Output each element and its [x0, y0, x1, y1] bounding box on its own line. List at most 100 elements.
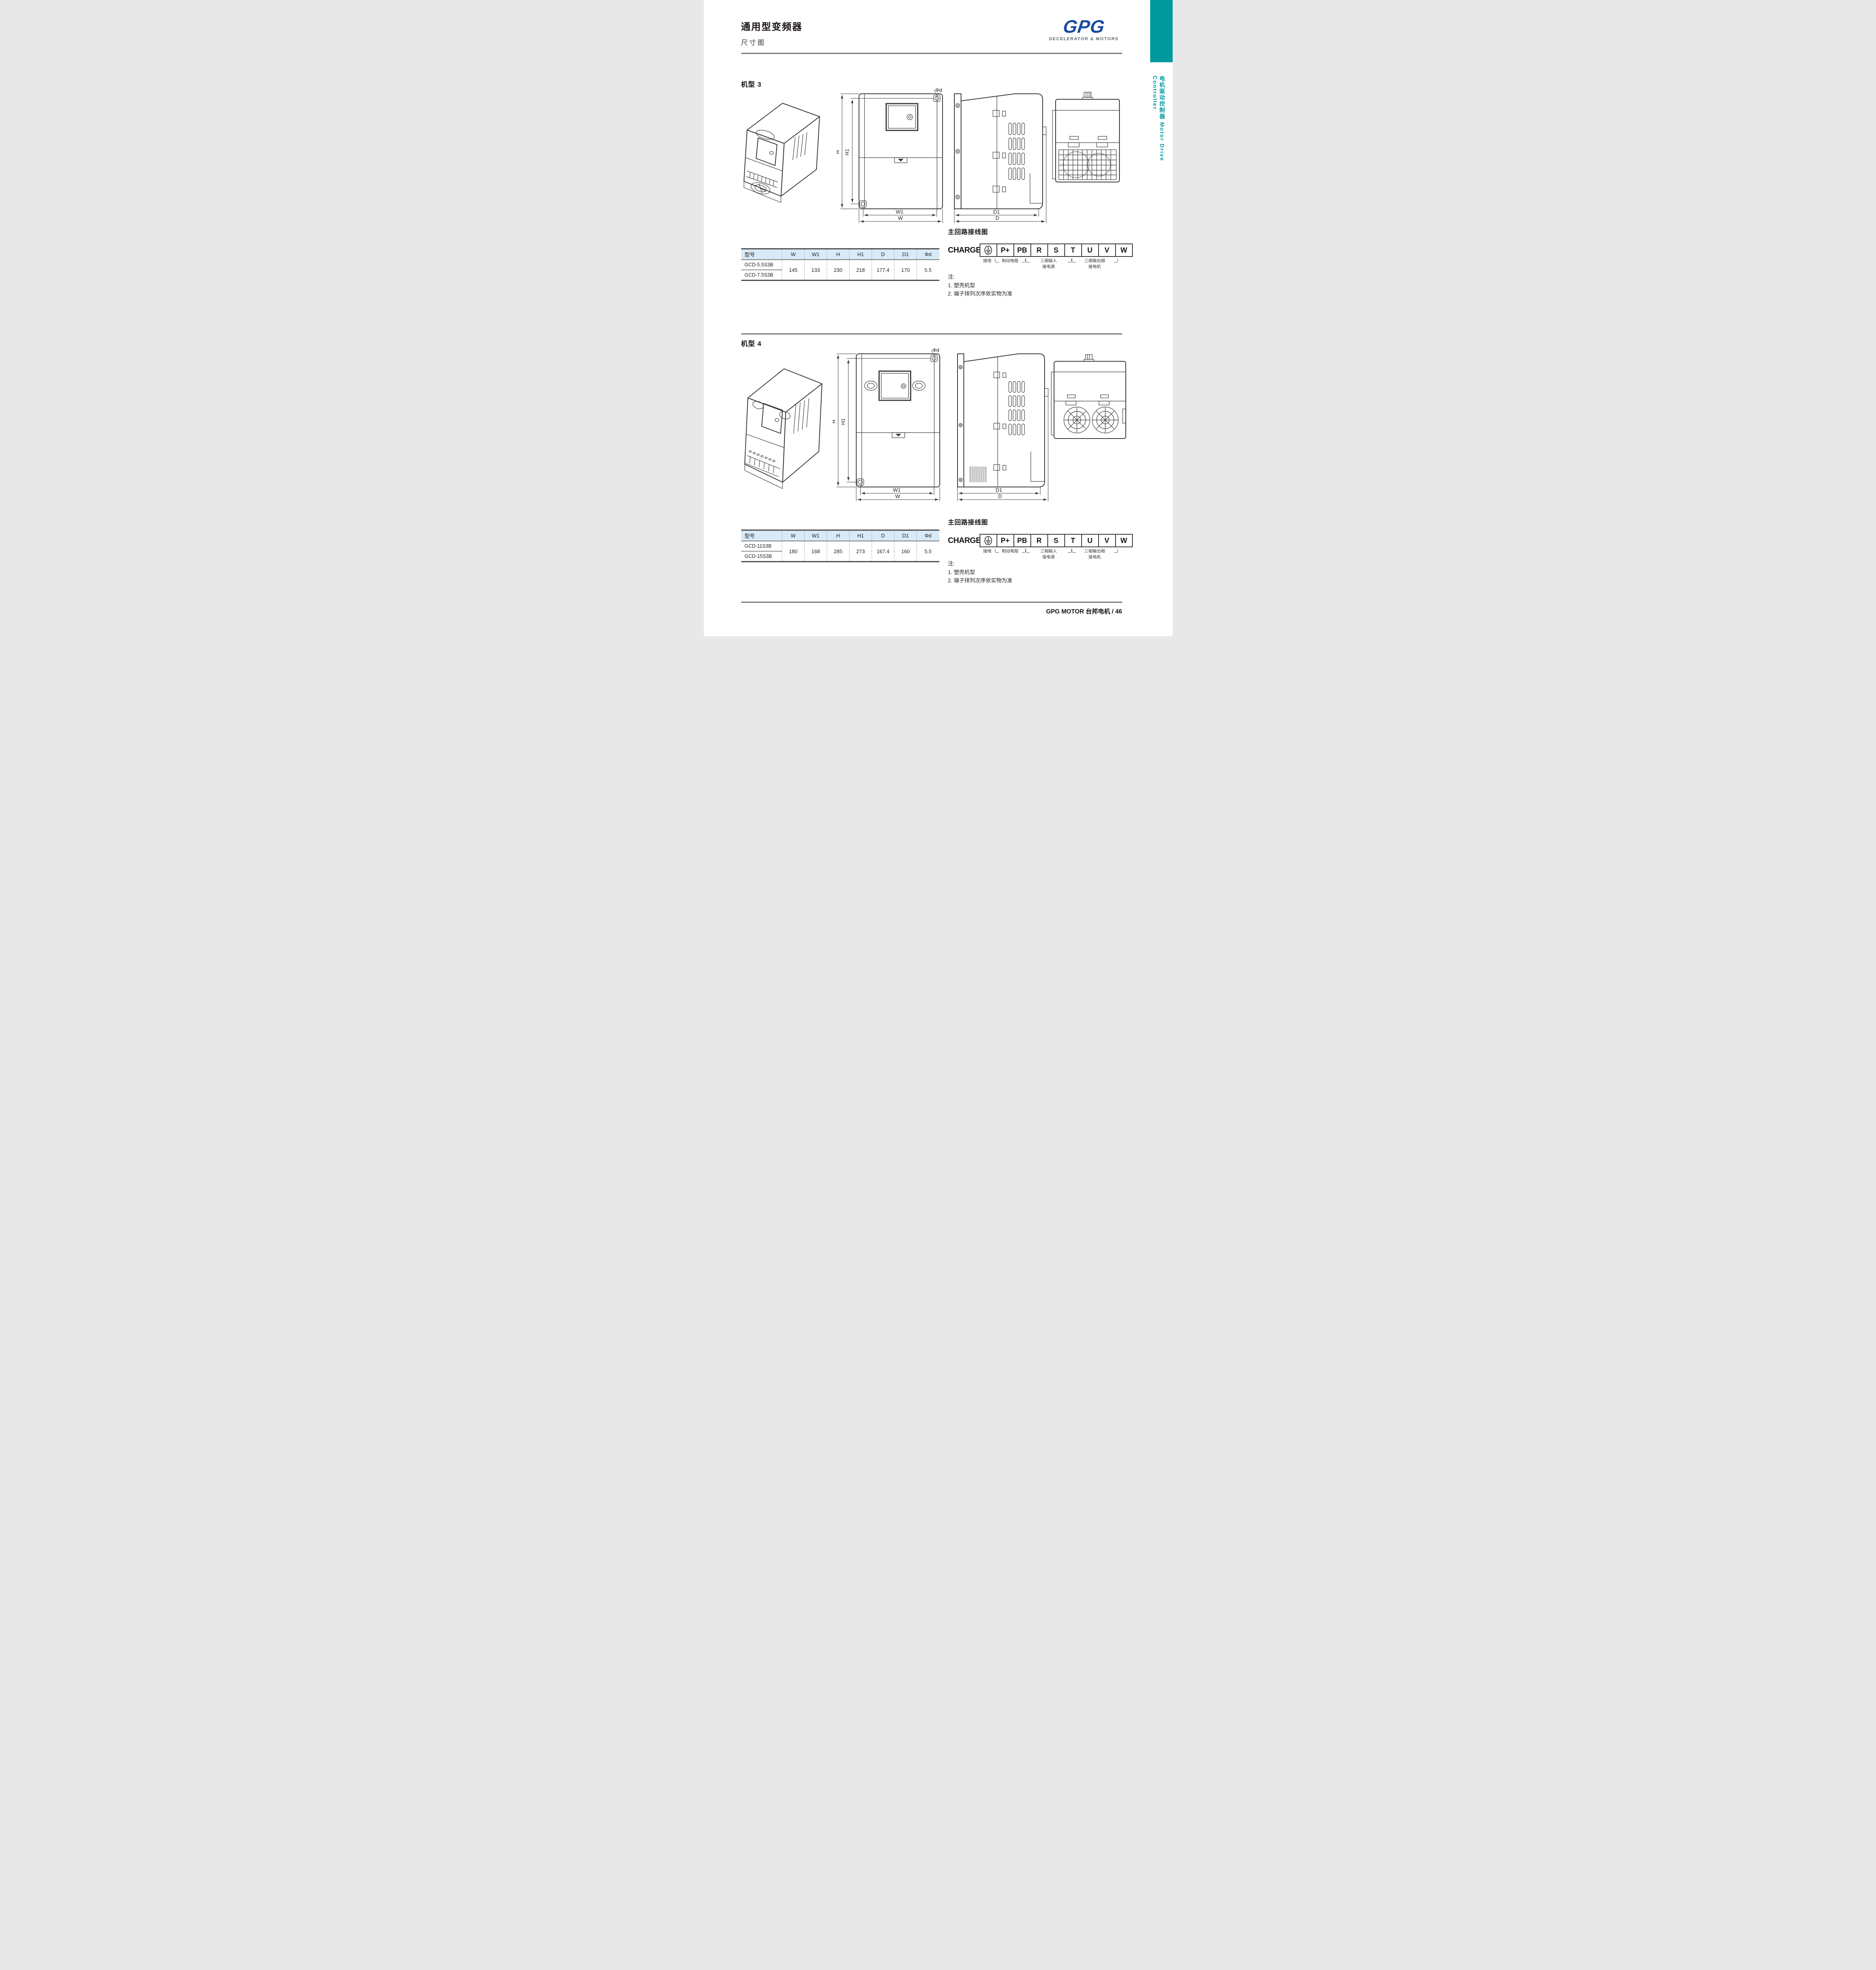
fan-grille [1063, 407, 1090, 433]
rear-view-drawing-2 [1050, 354, 1126, 439]
notes-1: 注: 1. 塑壳机型 2. 端子排列次序依实物为准 [948, 273, 1013, 298]
value-cell: 285 [827, 541, 850, 562]
logo-tagline: DECELERATOR & MOTORS [1049, 37, 1119, 41]
note-line: 2. 端子排列次序依实物为准 [948, 291, 1013, 297]
terminal-cell: W [1115, 243, 1133, 257]
col-header: D1 [894, 249, 917, 260]
terminal-cell: S [1047, 534, 1065, 547]
footer-page-label: GPG MOTOR 台邦电机 / 46 [1046, 608, 1122, 615]
value-cell: 170 [894, 260, 917, 281]
terminal-cell: PB [1013, 534, 1031, 547]
wiring-title: 主回路接线图 [948, 229, 988, 236]
value-cell: 230 [827, 260, 850, 281]
value-cell: 5.5 [917, 260, 939, 281]
dim-label-d: D [998, 493, 1002, 499]
terminal-group-labels: 接地 制动电阻 三相输入接电源 三相输出相接电机 [948, 258, 1135, 279]
terminal-group-label: 接地 [983, 258, 991, 263]
terminal-cell: V [1098, 243, 1116, 257]
terminal-group-label: 接地 [983, 549, 991, 554]
model-cell: GCD-7.5S3B [744, 272, 773, 278]
terminal-cell: R [1030, 534, 1048, 547]
vent-slots [1008, 381, 1025, 435]
bottom-grille [1058, 149, 1117, 180]
dim-label-w: W [898, 215, 903, 221]
table-header-row: 型号 W W1 H H1 D D1 Φd [741, 530, 939, 541]
terminal-group-labels: 接地 制动电阻 三相输入接电源 三相输出相接电机 [948, 548, 1135, 569]
terminal-cell: T [1064, 534, 1082, 547]
terminal-cell: W [1115, 534, 1133, 547]
value-cell: 218 [849, 260, 872, 281]
terminal-cell: U [1081, 243, 1099, 257]
wiring-diagram-1: 主回路接线图 CHARGE P+ PB [948, 227, 1135, 279]
terminal-cell: P+ [996, 243, 1014, 257]
dim-label-d1: D1 [993, 209, 1000, 215]
charge-label: CHARGE [948, 245, 981, 255]
dim-label-h1: H1 [840, 418, 846, 425]
gpg-logo-icon: GPG [1062, 16, 1106, 37]
table-row: GCD-11S3B 180 168 285 273 167.4 160 5.5 [741, 541, 939, 562]
vent-slots [1008, 123, 1025, 180]
dim-label-h: H [837, 150, 840, 154]
terminal-group-label: 三相输出相接电机 [1071, 258, 1118, 269]
value-cell: 177.4 [872, 260, 894, 281]
side-tab-label: 电机驱动控制器 Motor Drive Controller [1152, 76, 1166, 162]
col-header: H1 [849, 249, 872, 260]
col-header: W1 [804, 530, 827, 541]
model-cell: GCD-15S3B [744, 554, 772, 559]
col-header: D1 [894, 530, 917, 541]
protective-earth-icon [984, 536, 992, 545]
catalog-page: 通用型变频器 尺寸图 GPG DECELERATOR & MOTORS 电机驱动… [703, 0, 1173, 636]
side-view-drawing-1: D1 D [954, 93, 1047, 223]
table-header-row: 型号 W W1 H H1 D D1 Φd [741, 249, 939, 260]
model-cell: GCD-5.5S3B [741, 260, 782, 270]
terminal-group-label: 制动电阻 [995, 548, 1026, 554]
terminal-group-label: 三相输入接电源 [1025, 548, 1072, 560]
bottom-vent-stack [969, 466, 986, 482]
dim-label-phid: Φd [932, 348, 939, 353]
value-cell: 133 [804, 260, 827, 281]
note-line: 1. 塑壳机型 [948, 569, 975, 575]
dim-label-w1: W1 [893, 487, 901, 493]
col-header: Φd [917, 530, 939, 541]
terminal-group-label: 三相输入接电源 [1025, 258, 1072, 269]
wiring-title: 主回路接线图 [948, 519, 988, 526]
model-label-1: 机型 3 [741, 81, 762, 88]
note-line: 2. 端子排列次序依实物为准 [948, 578, 1013, 584]
value-cell: 160 [894, 541, 917, 562]
value-cell: 168 [804, 541, 827, 562]
drawing-row-2: H H1 Φd W1 W [736, 348, 1134, 514]
terminal-group-label: 制动电阻 [995, 258, 1026, 264]
col-header: H [827, 249, 850, 260]
section-divider [741, 333, 1122, 335]
ground-terminal-cell [979, 243, 997, 257]
col-header: D [872, 530, 894, 541]
dim-label-h: H [833, 420, 837, 423]
note-line: 注: [948, 274, 955, 280]
side-view-drawing-2: D1 D [957, 353, 1049, 501]
table-row: GCD-15S3B [741, 551, 939, 562]
col-header: 型号 [741, 249, 782, 260]
value-cell: 145 [782, 260, 805, 281]
col-header: W [782, 249, 805, 260]
terminal-cell: V [1098, 534, 1116, 547]
wiring-diagram-2: 主回路接线图 CHARGE P+ PB [948, 517, 1135, 569]
dim-label-d: D [995, 215, 999, 221]
dim-label-phid: Φd [935, 88, 942, 93]
terminal-cell: PB [1013, 243, 1031, 257]
col-header: Φd [917, 249, 939, 260]
ground-terminal-cell [979, 534, 997, 547]
page-subtitle: 尺寸图 [741, 39, 766, 46]
protective-earth-icon [984, 245, 992, 255]
terminal-cell: P+ [996, 534, 1014, 547]
value-cell: 273 [849, 541, 872, 562]
front-view-drawing-1: H H1 Φd W1 W [837, 88, 943, 223]
note-line: 注: [948, 561, 955, 567]
corner-tab [1150, 0, 1173, 62]
model-cell: GCD-11S3B [741, 541, 782, 552]
iso-view-drawing-1 [743, 103, 820, 203]
terminal-cell: U [1081, 534, 1099, 547]
fan-grille [1063, 151, 1110, 178]
fan-grille [1091, 407, 1119, 433]
table-row: GCD-7.5S3B [741, 270, 939, 281]
drawing-row-1: H H1 Φd W1 W [736, 88, 1134, 229]
